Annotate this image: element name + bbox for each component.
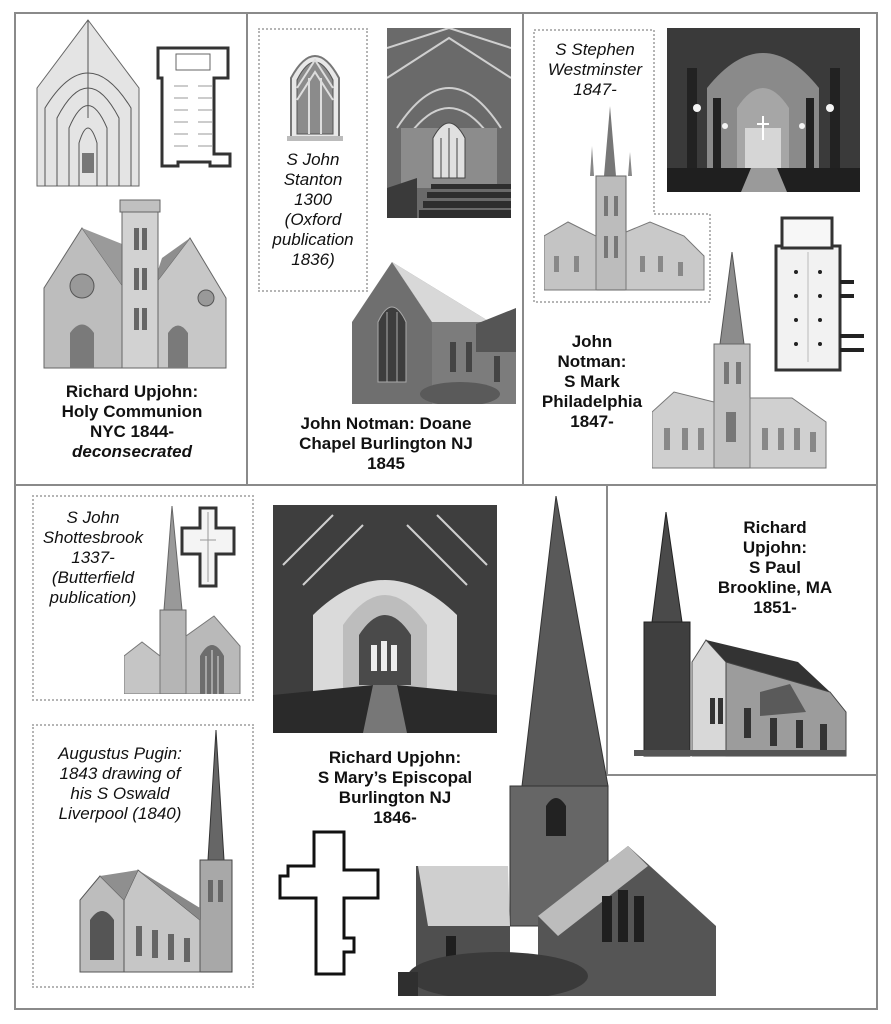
s-mary-caption: Richard Upjohn: S Mary’s Episcopal Burli… [280, 748, 510, 828]
s-stephen-drawing [544, 106, 706, 292]
caption-line: 1847- [573, 80, 617, 99]
caption-line: S John [66, 508, 120, 527]
s-mark-floor-plan [766, 212, 866, 376]
caption-line: Shottesbrook [42, 528, 144, 547]
caption-line: Stanton [283, 170, 343, 189]
pugin-exterior-drawing [78, 730, 246, 974]
s-paul-caption: Richard Upjohn: S Paul Brookline, MA 185… [700, 518, 850, 618]
caption-line: Westminster [547, 60, 643, 79]
caption-line: S Mary’s Episcopal [317, 768, 473, 787]
doane-chapel-exterior-photo [350, 252, 518, 404]
shottesbrook-box [32, 495, 254, 701]
caption-line: Richard Upjohn: [65, 382, 199, 401]
caption-line: publication [272, 230, 354, 249]
caption-line: (Oxford [284, 210, 342, 229]
caption-line: S John [286, 150, 340, 169]
shottesbrook-floor-plan [180, 506, 236, 588]
shottesbrook-exterior-drawing [124, 506, 242, 694]
caption-line: NYC 1844- [89, 422, 175, 441]
caption-line: 1843 drawing of [59, 764, 181, 783]
caption-line: Liverpool (1840) [58, 804, 182, 823]
caption-line: 1846- [373, 808, 417, 827]
caption-line: Holy Communion [61, 402, 203, 421]
s-mary-interior-photo [273, 505, 497, 733]
caption-line: 1300 [294, 190, 332, 209]
caption-line: Burlington NJ [338, 788, 452, 807]
caption-line: publication) [49, 588, 137, 607]
caption-line: S Stephen [555, 40, 635, 59]
caption-line: Brookline, MA [717, 578, 833, 597]
pugin-box [32, 724, 254, 988]
holy-communion-floor-plan [152, 42, 234, 170]
caption-line: Upjohn: [742, 538, 808, 557]
caption-line: John [571, 332, 613, 351]
holy-communion-exterior-drawing [42, 198, 228, 370]
s-john-stanton-caption: S John Stanton 1300 (Oxford publication … [260, 150, 366, 270]
holy-communion-interior-drawing [35, 18, 141, 188]
s-mark-interior-photo [667, 28, 860, 192]
caption-line: his S Oswald [70, 784, 170, 803]
s-john-stanton-window-drawing [285, 38, 345, 142]
caption-line: Notman: [557, 352, 627, 371]
s-paul-exterior-drawing [630, 512, 850, 758]
s-mark-exterior-drawing [652, 252, 828, 470]
caption-line: 1337- [71, 548, 115, 567]
s-mark-caption: John Notman: S Mark Philadelphia 1847- [530, 332, 654, 432]
caption-line: John Notman: Doane [300, 414, 472, 433]
caption-line: 1845 [367, 454, 405, 473]
s-mary-cross-plan [274, 828, 386, 982]
shottesbrook-caption: S John Shottesbrook 1337- (Butterfield p… [34, 508, 152, 608]
panel-s-paul [606, 484, 878, 776]
caption-line: Richard [743, 518, 807, 537]
pugin-caption: Augustus Pugin: 1843 drawing of his S Os… [40, 744, 200, 824]
caption-line: Richard Upjohn: [328, 748, 462, 767]
s-mary-exterior-photo [398, 496, 716, 996]
caption-note-deconsecrated: deconsecrated [72, 442, 192, 461]
doane-chapel-interior-photo [387, 28, 511, 218]
caption-line: (Butterfield [51, 568, 135, 587]
caption-line: Augustus Pugin: [58, 744, 182, 763]
caption-line: Chapel Burlington NJ [299, 434, 473, 453]
caption-line: 1836) [291, 250, 335, 269]
caption-line: S Paul [749, 558, 801, 577]
s-john-stanton-reference-box [258, 28, 368, 292]
doane-chapel-caption: John Notman: Doane Chapel Burlington NJ … [252, 414, 520, 474]
caption-line: 1847- [570, 412, 614, 431]
holy-communion-caption: Richard Upjohn: Holy Communion NYC 1844-… [20, 382, 244, 462]
s-stephen-caption: S Stephen Westminster 1847- [536, 40, 654, 100]
caption-line: 1851- [753, 598, 797, 617]
caption-line: S Mark [564, 372, 620, 391]
caption-line: Philadelphia [541, 392, 643, 411]
